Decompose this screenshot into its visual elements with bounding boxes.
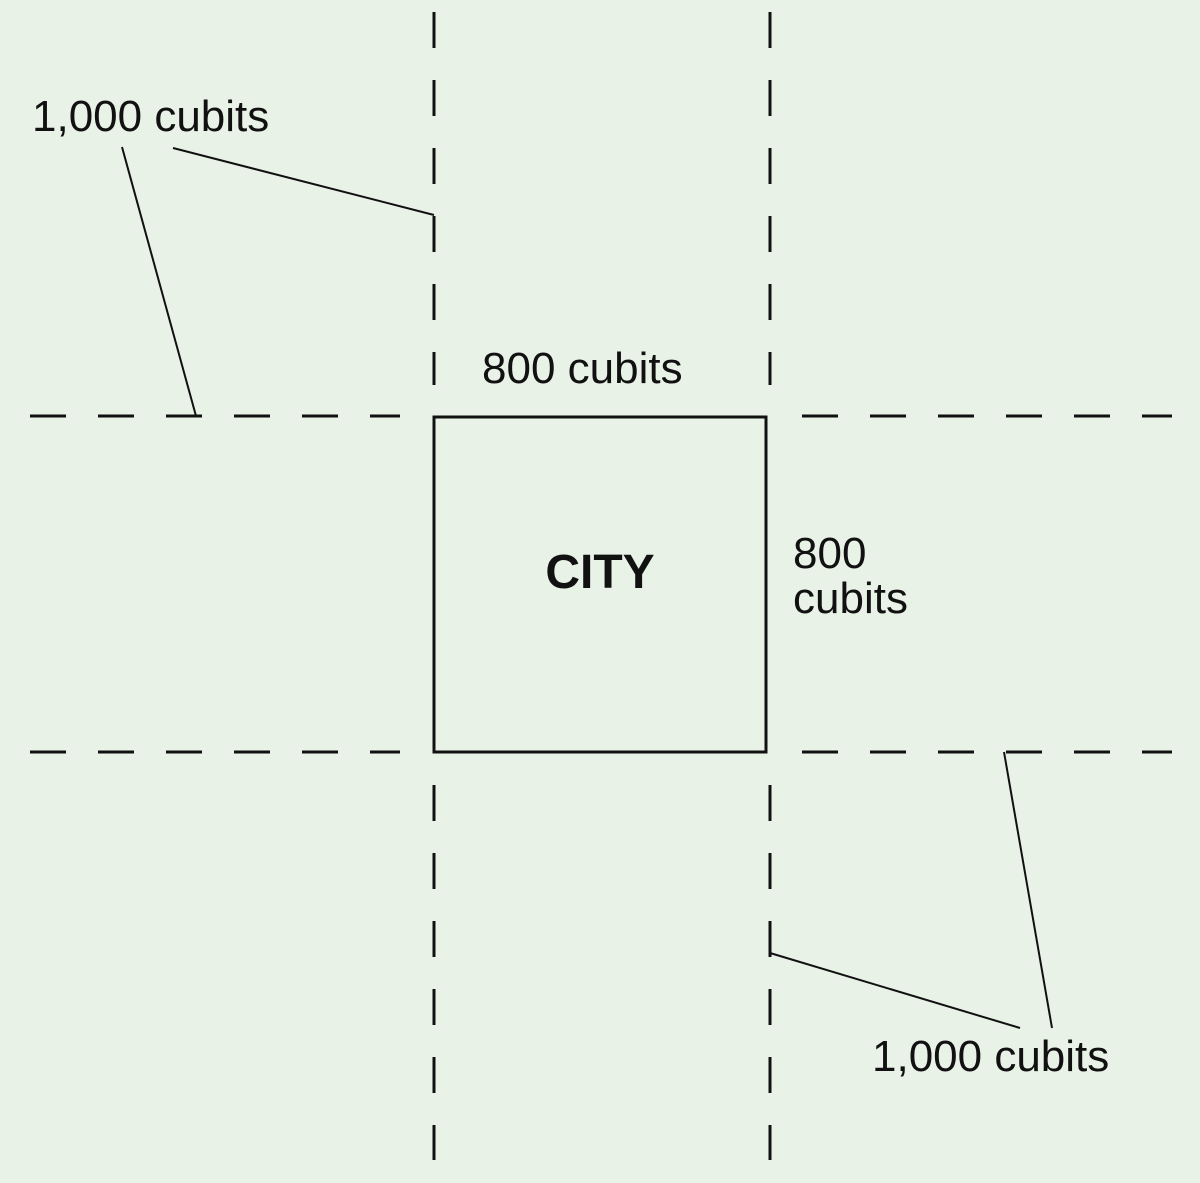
top-side-label: 800 cubits bbox=[482, 344, 683, 393]
right-side-label-number: 800 bbox=[793, 529, 866, 578]
leader-line-top-left-to-horizontal bbox=[121, 146, 197, 417]
city-label: CITY bbox=[545, 546, 654, 599]
leader-line-bottom-right-to-vertical bbox=[769, 952, 1021, 1029]
right-side-label-unit: cubits bbox=[793, 574, 908, 623]
pasture-label-top-left: 1,000 cubits bbox=[32, 92, 269, 141]
city-square bbox=[432, 415, 768, 754]
leader-line-top-left-to-vertical bbox=[172, 147, 435, 216]
leader-line-bottom-right-to-horizontal bbox=[1003, 751, 1053, 1029]
pasture-label-bottom-right: 1,000 cubits bbox=[872, 1032, 1109, 1081]
